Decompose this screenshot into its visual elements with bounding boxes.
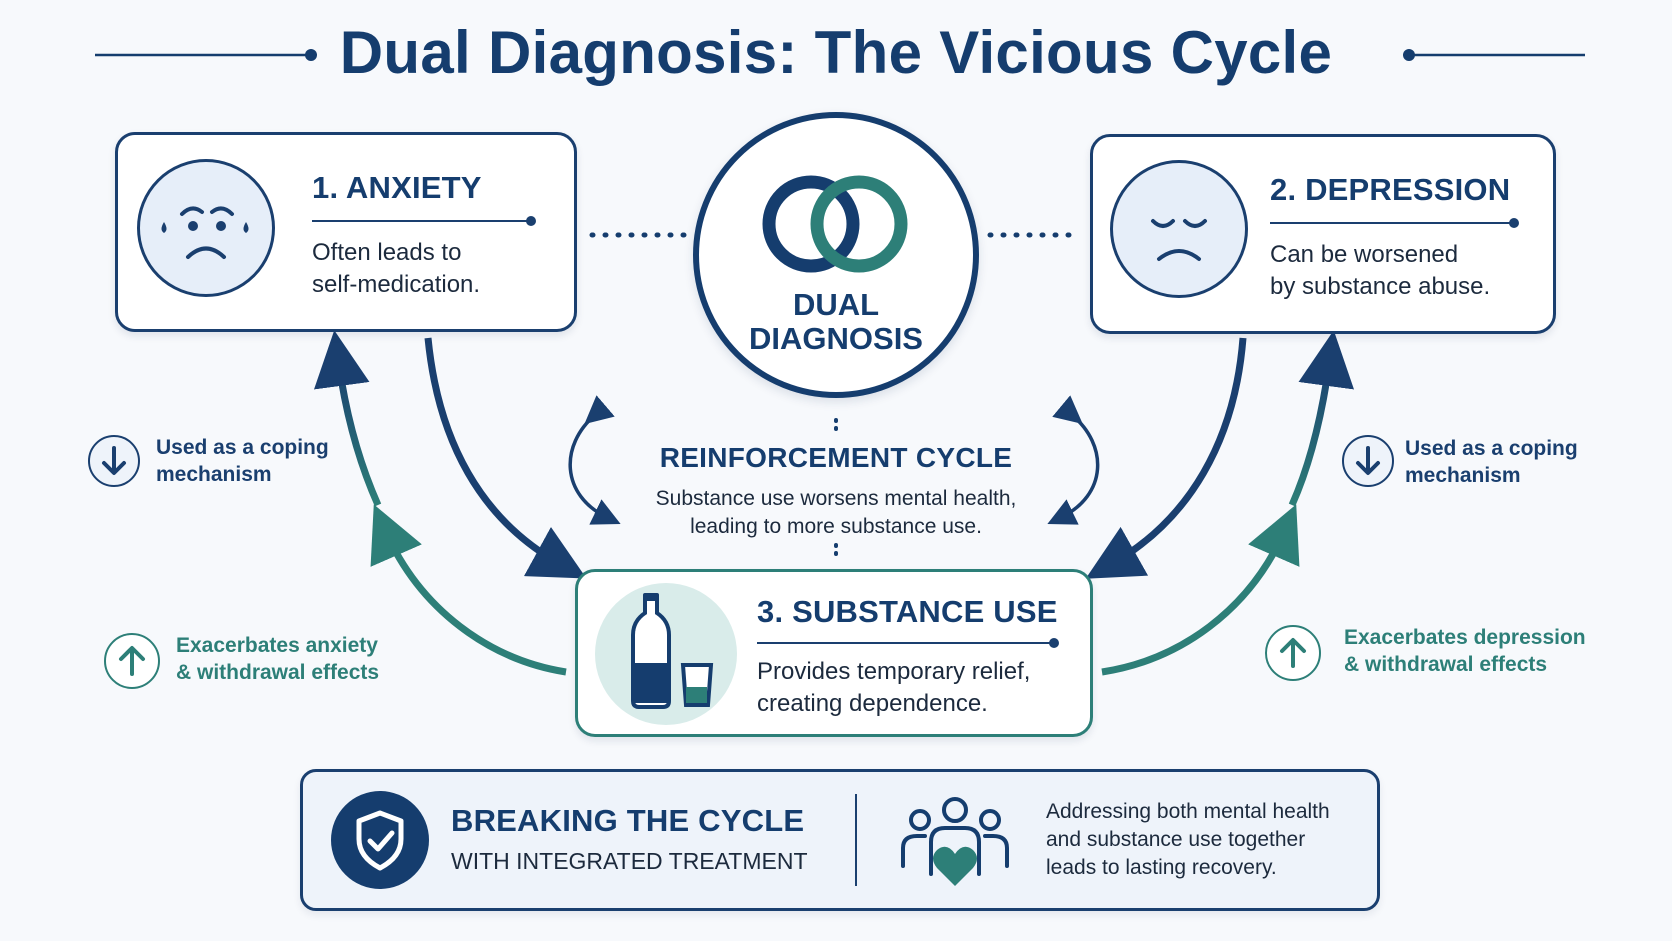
- arrow-down-icon: [88, 435, 140, 487]
- anxiety-desc-line2: self-medication.: [312, 271, 481, 298]
- reinforcement-title: REINFORCEMENT CYCLE: [659, 442, 1013, 473]
- depression-desc-line2: by substance abuse.: [1270, 273, 1491, 300]
- right-exacerbates-label: Exacerbates depression & withdrawal effe…: [1344, 624, 1586, 678]
- right-coping-label: Used as a coping mechanism: [1405, 435, 1578, 489]
- depression-title: 2. DEPRESSION: [1270, 172, 1511, 207]
- center-label-line1: DUAL: [792, 287, 880, 322]
- left-coping-line1: Used as a coping: [156, 436, 329, 459]
- substance-desc-line1: Provides temporary relief,: [757, 658, 1031, 685]
- breaking-cycle-banner: [300, 769, 1380, 911]
- breaking-title: BREAKING THE CYCLE: [451, 803, 805, 838]
- breaking-desc: Addressing both mental health and substa…: [1046, 798, 1330, 882]
- anxiety-title: 1. ANXIETY: [312, 170, 482, 205]
- right-coping-line2: mechanism: [1405, 464, 1521, 487]
- arrow-anxiety-to-substance: [424, 337, 587, 579]
- left-exacerbates-label: Exacerbates anxiety & withdrawal effects: [176, 632, 379, 686]
- arrow-coping-to-depression: [1288, 330, 1355, 507]
- breaking-desc-line2: and substance use together: [1046, 828, 1306, 851]
- left-exacerbates-line1: Exacerbates anxiety: [176, 634, 378, 657]
- substance-desc-line2: creating dependence.: [757, 690, 988, 717]
- title-bar: Dual Diagnosis: The Vicious Cycle: [0, 0, 1672, 115]
- substance-title: 3. SUBSTANCE USE: [757, 594, 1058, 629]
- arrow-depression-to-substance: [1085, 337, 1247, 579]
- page-title: Dual Diagnosis: The Vicious Cycle: [339, 19, 1333, 86]
- breaking-desc-line3: leads to lasting recovery.: [1046, 856, 1277, 879]
- left-coping-line2: mechanism: [156, 463, 272, 486]
- reinforcement-desc-line2: leading to more substance use.: [690, 515, 982, 538]
- left-coping-label: Used as a coping mechanism: [156, 434, 329, 488]
- arrow-substance-to-anxiety-lower: [370, 504, 567, 676]
- bottle-and-glass-icon: [595, 583, 737, 725]
- anxiety-desc-line1: Often leads to: [312, 239, 462, 266]
- right-exacerbates-line2: & withdrawal effects: [1344, 653, 1548, 676]
- depression-desc-line1: Can be worsened: [1270, 241, 1459, 268]
- reinforcement-arrow-left: [568, 395, 621, 525]
- arrow-coping-to-anxiety: [313, 330, 382, 507]
- dual-diagnosis-circle: DUAL DIAGNOSIS: [693, 112, 979, 398]
- reinforcement-desc-line1: Substance use worsens mental health,: [655, 487, 1017, 510]
- arrow-down-icon: [1342, 435, 1394, 487]
- substance-rule: [757, 638, 1059, 648]
- sad-face-icon: [1110, 160, 1248, 298]
- left-exacerbates-line2: & withdrawal effects: [176, 661, 380, 684]
- reinforcement-arrow-right: [1047, 395, 1100, 525]
- breaking-subtitle: WITH INTEGRATED TREATMENT: [451, 848, 808, 874]
- banner-divider: [855, 794, 857, 886]
- interlocking-rings-icon: [762, 175, 908, 273]
- people-heart-icon: [895, 796, 1015, 890]
- anxious-face-icon: [137, 159, 275, 297]
- shield-check-icon: [331, 791, 429, 889]
- right-coping-line1: Used as a coping: [1405, 437, 1578, 460]
- anxiety-rule: [312, 216, 536, 226]
- arrow-up-icon: [1265, 625, 1321, 681]
- arrow-substance-to-depression-lower: [1101, 504, 1300, 676]
- depression-rule: [1270, 218, 1519, 228]
- center-label-line2: DIAGNOSIS: [749, 321, 923, 356]
- right-exacerbates-line1: Exacerbates depression: [1344, 626, 1586, 649]
- breaking-desc-line1: Addressing both mental health: [1046, 800, 1330, 823]
- title-decoration: [95, 49, 1585, 61]
- arrow-up-icon: [104, 633, 160, 689]
- reinforcement-desc: Substance use worsens mental health, lea…: [560, 485, 1112, 541]
